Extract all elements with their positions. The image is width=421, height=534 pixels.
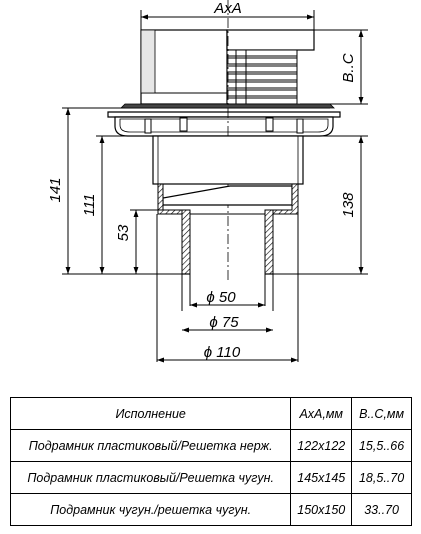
- technical-drawing: AxA B..C: [47, 0, 368, 363]
- table-header-row: Исполнение AxA,мм B..C,мм: [9, 397, 412, 430]
- table-row: Подрамник чугун./решетка чугун. 150x150 …: [9, 493, 412, 526]
- specification-table: Исполнение AxA,мм B..C,мм Подрамник плас…: [9, 397, 412, 526]
- cell-variant: Подрамник чугун./решетка чугун.: [9, 493, 292, 526]
- total-height-label: 141: [47, 177, 64, 202]
- cell-bc: 18,5..70: [351, 461, 412, 494]
- outlet-pipe: [181, 209, 274, 275]
- grate-assembly: [140, 29, 315, 105]
- right-height-label: 138: [340, 192, 357, 218]
- diameter-110-label: ϕ 110: [204, 344, 241, 361]
- right-height-dimension: [273, 135, 368, 275]
- table-row: Подрамник пластиковый/Решетка нерж. 122x…: [9, 429, 412, 462]
- cell-variant: Подрамник пластиковый/Решетка чугун.: [9, 461, 292, 494]
- header-axa: AxA,мм: [290, 397, 353, 430]
- drain-body: [152, 135, 304, 215]
- top-width-label: AxA: [213, 0, 242, 17]
- cell-axa: 150x150: [290, 493, 353, 526]
- left-dimensions: [62, 107, 182, 275]
- cell-variant: Подрамник пластиковый/Решетка нерж.: [9, 429, 292, 462]
- cell-axa: 145x145: [290, 461, 353, 494]
- cell-bc: 33..70: [351, 493, 412, 526]
- grate-fins: [226, 49, 298, 105]
- diameter-50-label: ϕ 50: [206, 289, 236, 306]
- outlet-height-label: 53: [115, 224, 132, 241]
- cell-bc: 15,5..66: [351, 429, 412, 462]
- cell-axa: 122x122: [290, 429, 353, 462]
- header-variant: Исполнение: [9, 397, 292, 430]
- table-row: Подрамник пластиковый/Решетка чугун. 145…: [9, 461, 412, 494]
- grate-height-dimension: B..C: [300, 29, 368, 105]
- header-bc: B..C,мм: [351, 397, 412, 430]
- diameter-75-label: ϕ 75: [209, 314, 239, 331]
- flange: [107, 103, 341, 137]
- grate-height-label: B..C: [340, 53, 357, 82]
- diameter-dimensions: [156, 214, 299, 363]
- body-height-label: 111: [81, 194, 98, 217]
